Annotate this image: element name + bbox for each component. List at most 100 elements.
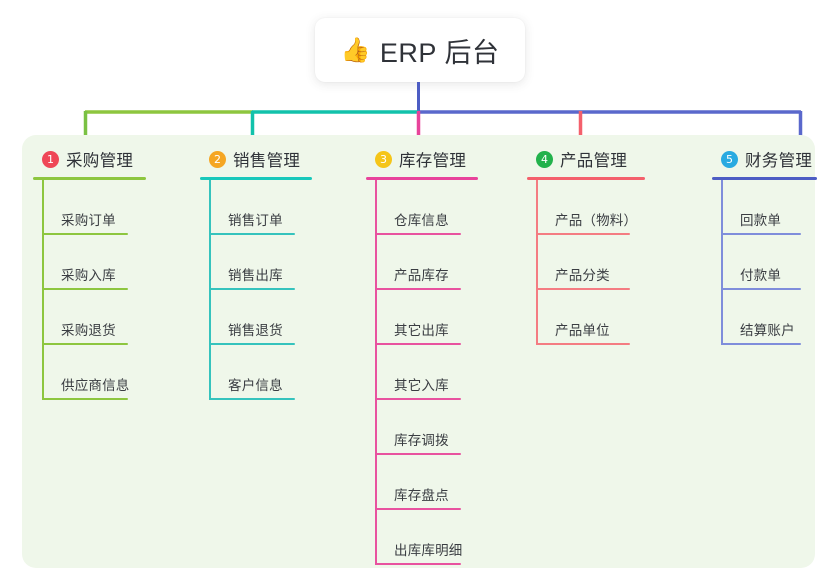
leaf-node-label: 销售退货 — [228, 323, 283, 338]
column-badge-icon-4: 4 — [536, 150, 553, 168]
leaf-node-label: 出库库明细 — [394, 543, 463, 558]
column-badge-icon-5: 5 — [721, 150, 738, 168]
leaf-node-label: 产品分类 — [555, 268, 610, 283]
leaf-node-rule — [209, 398, 295, 400]
column-rule-3 — [366, 177, 478, 180]
thumbs-up-icon: 👍 — [340, 37, 371, 64]
column-trunk-5 — [721, 180, 723, 345]
column-leaf-list-3: 仓库信息产品库存其它出库其它入库库存调拨库存盘点出库库明细 — [366, 180, 478, 565]
leaf-node[interactable]: 其它入库 — [366, 345, 478, 400]
leaf-node-label: 客户信息 — [228, 378, 283, 393]
column-title-2: 销售管理 — [233, 152, 301, 170]
leaf-node-label: 产品单位 — [555, 323, 610, 338]
leaf-node-label: 采购退货 — [61, 323, 116, 338]
leaf-node[interactable]: 供应商信息 — [33, 345, 146, 400]
column-trunk-3 — [375, 180, 377, 565]
root-node-label: ERP 后台 — [379, 37, 500, 68]
leaf-node[interactable]: 产品（物料） — [527, 180, 645, 235]
root-node-card[interactable]: 👍 ERP 后台 — [315, 18, 525, 82]
column-1: 1 采购管理采购订单采购入库采购退货供应商信息 — [33, 145, 146, 400]
leaf-node[interactable]: 仓库信息 — [366, 180, 478, 235]
leaf-node-label: 产品（物料） — [555, 213, 638, 228]
leaf-node[interactable]: 采购入库 — [33, 235, 146, 290]
leaf-node-rule — [42, 233, 128, 235]
leaf-node-label: 库存盘点 — [394, 488, 449, 503]
column-leaf-list-1: 采购订单采购入库采购退货供应商信息 — [33, 180, 146, 400]
column-leaf-list-5: 回款单付款单结算账户 — [712, 180, 817, 345]
leaf-node[interactable]: 客户信息 — [200, 345, 312, 400]
leaf-node[interactable]: 付款单 — [712, 235, 817, 290]
leaf-node-label: 采购订单 — [61, 213, 116, 228]
leaf-node[interactable]: 产品分类 — [527, 235, 645, 290]
leaf-node[interactable]: 产品单位 — [527, 290, 645, 345]
leaf-node[interactable]: 采购订单 — [33, 180, 146, 235]
leaf-node-rule — [721, 233, 801, 235]
leaf-node[interactable]: 出库库明细 — [366, 510, 478, 565]
column-2: 2 销售管理销售订单销售出库销售退货客户信息 — [200, 145, 312, 400]
leaf-node-rule — [721, 343, 801, 345]
column-header-2[interactable]: 2 销售管理 — [200, 145, 312, 173]
leaf-node-rule — [375, 453, 461, 455]
leaf-node[interactable]: 库存调拨 — [366, 400, 478, 455]
leaf-node[interactable]: 销售订单 — [200, 180, 312, 235]
column-badge-icon-3: 3 — [375, 150, 392, 168]
leaf-node-rule — [375, 398, 461, 400]
leaf-node-label: 供应商信息 — [61, 378, 130, 393]
leaf-node-label: 销售订单 — [228, 213, 283, 228]
leaf-node-rule — [42, 288, 128, 290]
leaf-node[interactable]: 采购退货 — [33, 290, 146, 345]
column-badge-icon-1: 1 — [42, 150, 59, 168]
root-node-title: 👍 ERP 后台 — [341, 31, 500, 70]
column-trunk-2 — [209, 180, 211, 400]
leaf-node-rule — [721, 288, 801, 290]
column-title-5: 财务管理 — [745, 152, 813, 170]
leaf-node-rule — [536, 233, 630, 235]
leaf-node[interactable]: 其它出库 — [366, 290, 478, 345]
leaf-node-rule — [536, 288, 630, 290]
leaf-node-rule — [209, 233, 295, 235]
leaf-node-label: 产品库存 — [394, 268, 449, 283]
leaf-node-rule — [375, 508, 461, 510]
leaf-node[interactable]: 销售退货 — [200, 290, 312, 345]
leaf-node-label: 其它出库 — [394, 323, 449, 338]
leaf-node-rule — [42, 398, 128, 400]
column-5: 5 财务管理回款单付款单结算账户 — [712, 145, 817, 345]
column-leaf-list-2: 销售订单销售出库销售退货客户信息 — [200, 180, 312, 400]
leaf-node-rule — [375, 233, 461, 235]
leaf-node-label: 销售出库 — [228, 268, 283, 283]
leaf-node-label: 其它入库 — [394, 378, 449, 393]
column-rule-1 — [33, 177, 146, 180]
leaf-node[interactable]: 产品库存 — [366, 235, 478, 290]
column-rule-4 — [527, 177, 645, 180]
column-header-1[interactable]: 1 采购管理 — [33, 145, 146, 173]
column-rule-2 — [200, 177, 312, 180]
leaf-node-rule — [536, 343, 630, 345]
column-header-5[interactable]: 5 财务管理 — [712, 145, 817, 173]
column-rule-5 — [712, 177, 817, 180]
leaf-node-rule — [42, 343, 128, 345]
leaf-node-rule — [209, 343, 295, 345]
column-leaf-list-4: 产品（物料） 产品分类产品单位 — [527, 180, 645, 345]
leaf-node[interactable]: 结算账户 — [712, 290, 817, 345]
column-trunk-4 — [536, 180, 538, 345]
leaf-node-label: 库存调拨 — [394, 433, 449, 448]
leaf-node-rule — [375, 343, 461, 345]
column-badge-icon-2: 2 — [209, 150, 226, 168]
leaf-node-rule — [375, 563, 461, 565]
leaf-node-rule — [209, 288, 295, 290]
leaf-node-rule — [375, 288, 461, 290]
leaf-node[interactable]: 回款单 — [712, 180, 817, 235]
leaf-node-label: 付款单 — [740, 268, 782, 283]
leaf-node-label: 仓库信息 — [394, 213, 449, 228]
leaf-node-label: 结算账户 — [740, 323, 795, 338]
column-trunk-1 — [42, 180, 44, 400]
leaf-node-label: 回款单 — [740, 213, 782, 228]
leaf-node[interactable]: 库存盘点 — [366, 455, 478, 510]
diagram-panel: 1 采购管理采购订单采购入库采购退货供应商信息 2 销售管理销售订单销售出库销售退货客… — [22, 135, 817, 568]
column-title-1: 采购管理 — [66, 152, 134, 170]
leaf-node[interactable]: 销售出库 — [200, 235, 312, 290]
